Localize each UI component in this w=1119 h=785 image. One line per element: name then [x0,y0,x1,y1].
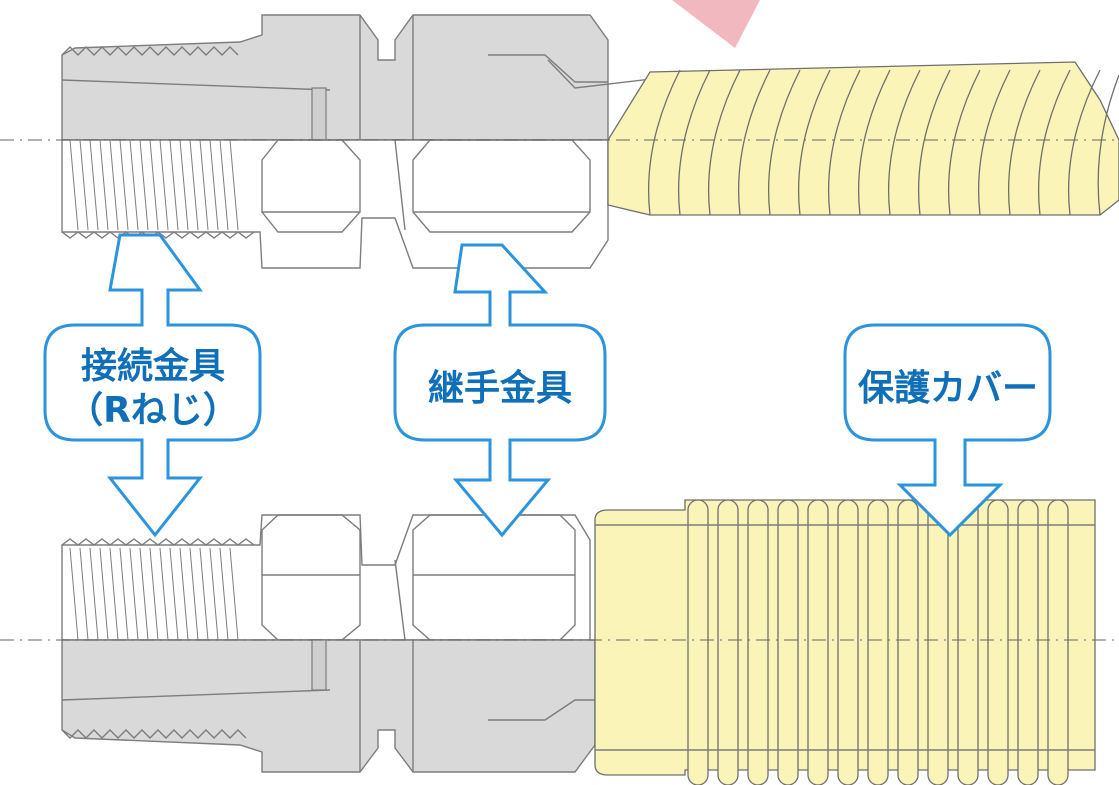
callout-joint-label: 継手金具 [428,367,572,409]
bottom-fitting-body [61,639,596,773]
bottom-assembly [0,499,1119,785]
callout-fitting: 接続金具 （Rねじ） [43,233,262,538]
callout-fitting-arrow [43,233,262,538]
bottom-fitting-upper [61,514,591,641]
callout-cover: 保護カバー [843,323,1052,538]
callout-cover-arrow [843,323,1052,538]
callout-fitting-label-1: 接続金具 [81,345,225,387]
top-cover [607,61,1119,216]
top-thread-upper [61,46,239,56]
callout-fitting-label-2: （Rねじ） [67,390,239,431]
top-fitting-lower [61,139,609,269]
callout-joint-arrow [393,243,607,538]
pink-arrow [672,0,760,48]
callout-joint: 継手金具 [393,243,607,538]
top-fitting-body [61,14,609,141]
callout-cover-label: 保護カバー [858,368,1038,409]
top-assembly [0,14,1119,269]
